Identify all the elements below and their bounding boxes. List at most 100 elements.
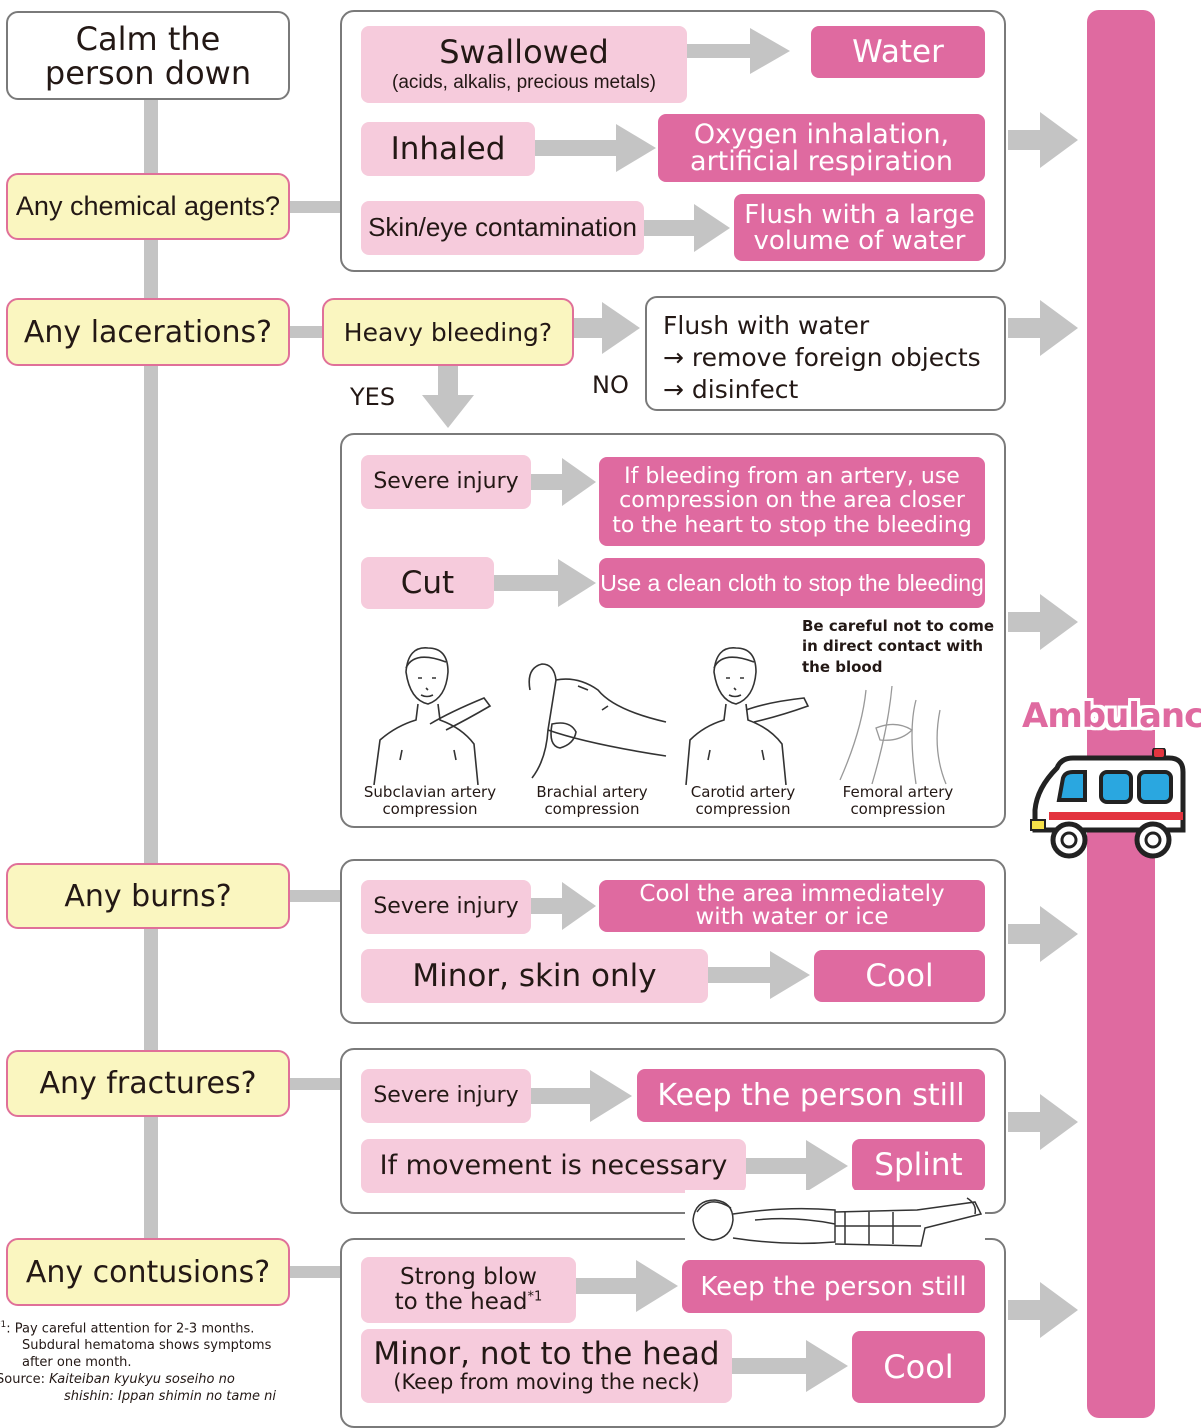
caption-carotid-line2: compression: [695, 799, 791, 818]
femoral-illustration: [839, 685, 947, 785]
carotid-illustration: [685, 647, 810, 785]
arrow-head-blow: [576, 1260, 678, 1312]
caution-line1: Be careful not to come: [802, 617, 995, 635]
swallowed-box: Swallowed (acids, alkalis, precious meta…: [361, 26, 687, 103]
caption-femoral-line1: Femoral artery: [842, 783, 954, 801]
head-blow-line1: Strong blow: [399, 1263, 537, 1290]
water-action-label: Water: [852, 33, 944, 70]
arrow-movement: [746, 1140, 848, 1192]
caption-subclavian-line1: Subclavian artery: [363, 783, 497, 801]
burn-cool-label: Cool: [865, 957, 934, 994]
start-line1: Calm the: [75, 20, 221, 58]
question-fractures: Any fractures?: [6, 1050, 290, 1117]
skin-eye-box: Skin/eye contamination: [361, 201, 644, 255]
arrow-bleeding-yes: [422, 366, 474, 428]
burn-severe-label: Severe injury: [373, 894, 519, 920]
oxygen-line1: Oxygen inhalation,: [693, 119, 950, 150]
caution-line3: the blood: [802, 657, 883, 676]
arrow-to-ambulance-6: [1008, 1282, 1078, 1338]
movement-label: If movement is necessary: [379, 1149, 728, 1181]
cut-box: Cut: [361, 557, 494, 609]
question-fractures-label: Any fractures?: [39, 1066, 257, 1101]
laceration-severe-label: Severe injury: [373, 469, 519, 495]
burn-minor-box: Minor, skin only: [361, 949, 708, 1003]
keep-still-label: Keep the person still: [657, 1077, 965, 1113]
artery-line3: to the heart to stop the bleeding: [612, 512, 972, 538]
artery-line2: compression on the area closer: [619, 488, 965, 514]
arrow-cut: [494, 559, 596, 607]
flush-water-action: Flush with a large volume of water: [734, 194, 985, 261]
splinted-person-illustration: [685, 1190, 985, 1262]
connector-burns: [290, 890, 340, 902]
contusion-minor-line2: (Keep from moving the neck): [393, 1370, 700, 1394]
arrow-severe-burn: [530, 882, 596, 930]
flush-wound-line1: Flush with water: [663, 311, 870, 340]
movement-box: If movement is necessary: [361, 1139, 746, 1193]
caption-brachial-line1: Brachial artery: [536, 783, 648, 801]
flush-wound-line2: → remove foreign objects: [663, 342, 981, 372]
connector-chemical: [290, 201, 340, 213]
yes-label: YES: [350, 383, 396, 411]
cool-immediately-line2: with water or ice: [695, 904, 889, 930]
cool-immediately-line1: Cool the area immediately: [639, 881, 945, 907]
brachial-illustration: [528, 663, 667, 779]
arrow-minor-contusion: [732, 1340, 848, 1392]
caption-femoral: Femoral artery compression: [826, 784, 970, 817]
arrow-minor-burn: [708, 951, 810, 999]
no-label: NO: [592, 371, 629, 399]
swallowed-main: Swallowed: [439, 32, 609, 71]
question-chemical-label: Any chemical agents?: [15, 191, 281, 221]
flush-wound-box: Flush with water → remove foreign object…: [645, 296, 1006, 411]
caption-brachial: Brachial artery compression: [518, 784, 666, 817]
head-blow-footnote-mark: *1: [527, 1289, 543, 1305]
question-burns-label: Any burns?: [64, 878, 232, 914]
head-blow-line2: to the head: [394, 1289, 528, 1315]
arrow-to-ambulance-3: [1008, 594, 1078, 650]
source-label: Source:: [0, 1372, 50, 1387]
start-box: Calm the person down: [6, 11, 290, 100]
question-lacerations-label: Any lacerations?: [23, 314, 273, 350]
connector-contusions: [290, 1266, 340, 1278]
arrow-to-ambulance-1: [1008, 112, 1078, 168]
arrow-inhaled: [535, 124, 656, 172]
keep-still-head-label: Keep the person still: [700, 1271, 967, 1302]
skin-eye-label: Skin/eye contamination: [368, 212, 637, 243]
arrow-to-ambulance-4: [1008, 906, 1078, 962]
footnote-line2: Subdural hematoma shows symptoms: [22, 1338, 272, 1354]
artery-line1: If bleeding from an artery, use: [624, 464, 960, 490]
caption-femoral-line2: compression: [850, 799, 946, 818]
heavy-bleeding-label: Heavy bleeding?: [343, 317, 553, 347]
keep-still-head-action: Keep the person still: [682, 1260, 985, 1313]
source-line: Source: Kaiteiban kyukyu soseiho no: [0, 1372, 332, 1389]
connector-fractures: [290, 1078, 340, 1090]
head-blow-box: Strong blow to the head*1: [361, 1257, 576, 1323]
footnote-text1: : Pay careful attention for 2-3 months.: [6, 1321, 255, 1337]
footnote-line1: *1: Pay careful attention for 2-3 months…: [0, 1320, 332, 1338]
source-title2: shishin: Ippan shimin no tame ni: [64, 1388, 276, 1404]
start-line2: person down: [44, 53, 252, 92]
arrow-swallowed: [686, 28, 790, 74]
head-blow-line2-wrap: to the head*1: [394, 1289, 543, 1315]
clean-cloth-action: Use a clean cloth to stop the bleeding: [599, 558, 985, 608]
burn-minor-label: Minor, skin only: [412, 957, 657, 994]
caution-line2: in direct contact with: [802, 637, 984, 656]
arrow-to-ambulance-5: [1008, 1094, 1078, 1150]
fracture-severe-label: Severe injury: [373, 1083, 519, 1109]
footnote-line3: after one month.: [22, 1355, 132, 1371]
water-action: Water: [811, 26, 985, 78]
laceration-severe-box: Severe injury: [361, 455, 531, 509]
flush-line1: Flush with a large: [744, 199, 975, 230]
caption-carotid: Carotid artery compression: [676, 784, 810, 817]
cool-immediately-action: Cool the area immediately with water or …: [599, 880, 985, 932]
arrow-bleeding-no: [572, 302, 640, 354]
footnote: *1: Pay careful attention for 2-3 months…: [0, 1320, 332, 1406]
question-burns: Any burns?: [6, 863, 290, 929]
burn-cool-action: Cool: [814, 950, 985, 1002]
main-trunk-line: [144, 100, 158, 1280]
clean-cloth-label: Use a clean cloth to stop the bleeding: [600, 569, 984, 596]
question-contusions-label: Any contusions?: [25, 1254, 271, 1290]
arrow-severe-fracture: [530, 1070, 632, 1122]
question-lacerations: Any lacerations?: [6, 298, 290, 366]
question-chemical: Any chemical agents?: [6, 173, 290, 240]
flush-line2: volume of water: [753, 225, 966, 256]
